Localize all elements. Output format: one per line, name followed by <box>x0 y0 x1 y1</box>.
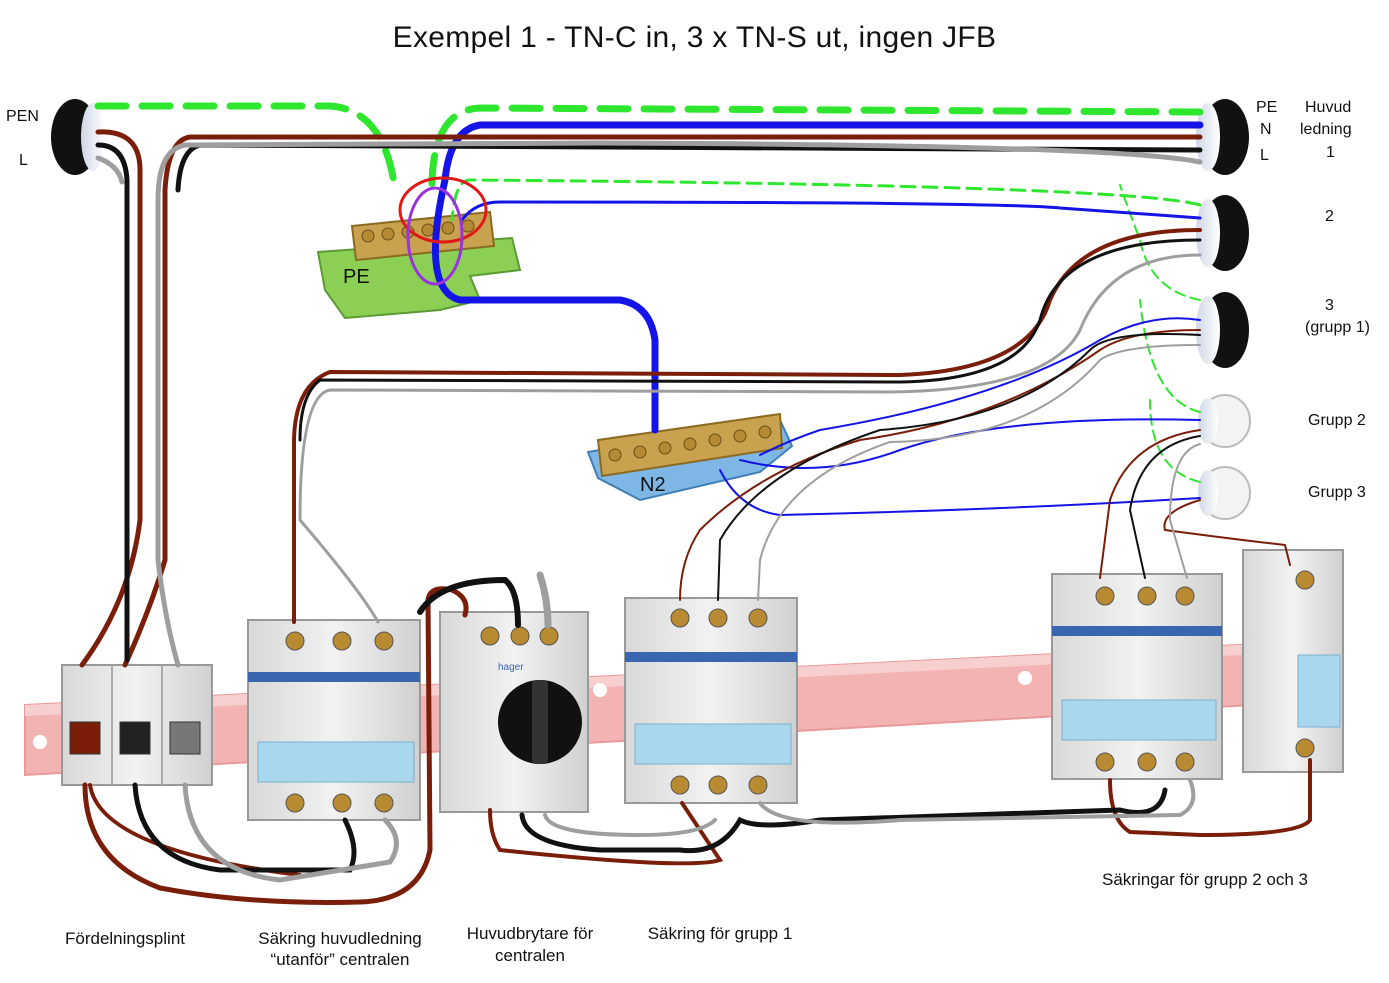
group1-fuse-caption: Säkring för grupp 1 <box>647 924 793 943</box>
main-fuse-caption-2: “utanför” centralen <box>270 950 410 969</box>
pe-wires <box>94 102 1204 483</box>
cable-gland-main <box>1196 99 1249 175</box>
output-group2-label: Grupp 2 <box>1308 412 1366 429</box>
main-switch: hager <box>439 611 589 813</box>
distribution-block <box>61 664 213 786</box>
group1-fuse-breaker <box>624 597 798 804</box>
main-cable-number: 1 <box>1326 144 1335 161</box>
main-n-label: N <box>1260 121 1272 138</box>
diagram-title: Exempel 1 - TN-C in, 3 x TN-S ut, ingen … <box>392 21 997 54</box>
distribution-block-caption: Fördelningsplint <box>64 929 185 948</box>
n2-busbar <box>586 412 794 502</box>
cable-gland-3 <box>1196 292 1249 368</box>
l-label: L <box>19 152 28 169</box>
main-cable-name-1: Huvud <box>1305 99 1352 116</box>
group23-fuse-breakers <box>1051 549 1344 780</box>
main-fuse-caption-1: Säkring huvudledning <box>258 929 422 948</box>
main-switch-caption-1: Huvudbrytare för <box>466 924 594 943</box>
cable-gland-2 <box>1196 195 1249 271</box>
svg-text:hager: hager <box>498 662 524 673</box>
main-pe-label: PE <box>1256 99 1278 116</box>
cable-gland-group2 <box>1198 394 1251 448</box>
main-cable-name-2: ledning <box>1300 121 1352 138</box>
pe-busbar-label: PE <box>343 266 370 288</box>
n2-busbar-label: N2 <box>640 474 666 496</box>
output-3-label: 3 <box>1325 297 1334 314</box>
output-2-label: 2 <box>1325 208 1334 225</box>
main-fuse-breaker <box>247 619 421 821</box>
cable-gland-group3 <box>1198 466 1251 520</box>
grey-wires <box>95 140 1203 883</box>
cable-gland-incoming <box>51 99 105 175</box>
pen-label: PEN <box>6 108 39 125</box>
main-l-label: L <box>1260 147 1269 164</box>
neutral-wires <box>431 121 1204 517</box>
main-switch-caption-2: centralen <box>495 946 565 965</box>
output-group3-label: Grupp 3 <box>1308 484 1366 501</box>
output-3-sub-label: (grupp 1) <box>1305 319 1370 336</box>
pe-n-highlight <box>398 176 488 286</box>
group23-fuses-caption: Säkringar för grupp 2 och 3 <box>1101 870 1308 889</box>
